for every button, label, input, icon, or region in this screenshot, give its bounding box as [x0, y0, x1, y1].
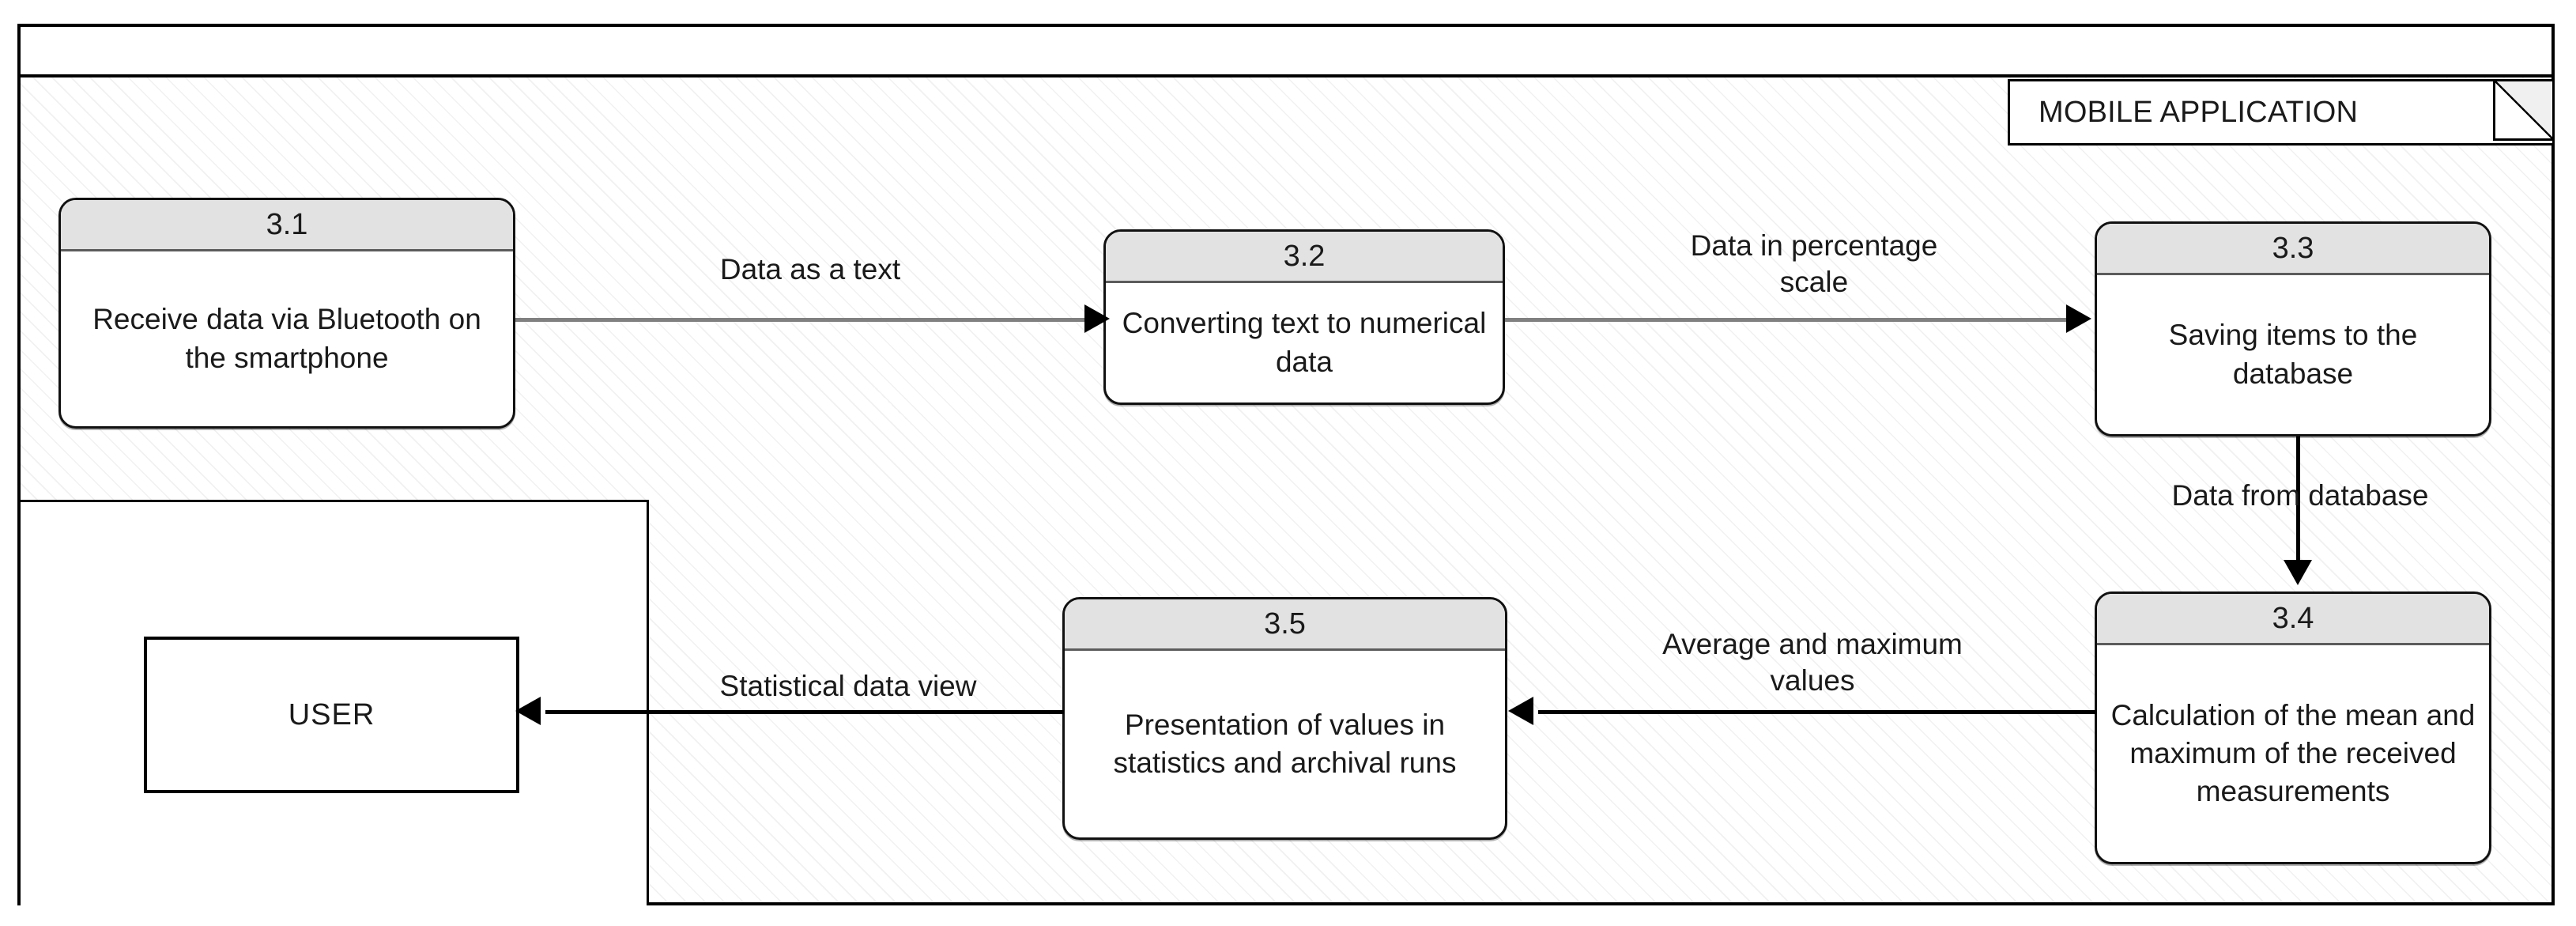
process-3-5[interactable]: 3.5 Presentation of values in statistics…: [1062, 597, 1507, 840]
process-3-5-text: Presentation of values in statistics and…: [1113, 708, 1457, 779]
process-3-1-text: Receive data via Bluetooth on the smartp…: [92, 303, 481, 374]
flow-label-data-from-database: Data from database: [2171, 479, 2429, 512]
flow-label-average-and-maximum-values: Average and maximum values: [1662, 628, 1963, 697]
page-fold-icon: [2493, 79, 2555, 141]
process-3-4-id: 3.4: [2097, 594, 2489, 645]
process-3-3[interactable]: 3.3 Saving items to the database: [2095, 221, 2491, 437]
arrowhead-left-icon: [1508, 697, 1533, 725]
process-3-2[interactable]: 3.2 Converting text to numerical data: [1103, 229, 1505, 405]
arrowhead-left-icon: [515, 697, 541, 725]
external-entity-label: USER: [288, 697, 375, 731]
arrowhead-right-icon: [1084, 304, 1110, 333]
flow-label-data-in-percentage-scale: Data in percentage scale: [1690, 229, 1938, 299]
flow-line-average-and-maximum-values: [1538, 710, 2096, 714]
boundary-label-text: MOBILE APPLICATION: [2039, 95, 2359, 129]
process-3-4-text: Calculation of the mean and maximum of t…: [2110, 698, 2476, 808]
arrowhead-right-icon: [2066, 304, 2091, 333]
external-entity-user[interactable]: USER: [144, 637, 519, 793]
process-3-1[interactable]: 3.1 Receive data via Bluetooth on the sm…: [58, 198, 515, 429]
process-3-1-id: 3.1: [61, 200, 513, 251]
process-3-2-id: 3.2: [1106, 232, 1503, 283]
flow-line-statistical-data-view: [545, 710, 1064, 714]
flow-line-data-in-percentage-scale: [1505, 318, 2069, 322]
frame-title-strip: [21, 27, 2551, 77]
process-3-3-text: Saving items to the database: [2168, 319, 2418, 390]
flow-label-statistical-data-view: Statistical data view: [719, 670, 977, 702]
process-3-2-text: Converting text to numerical data: [1122, 307, 1487, 378]
flow-line-data-as-a-text: [515, 318, 1102, 322]
flow-line-data-from-database: [2296, 437, 2300, 566]
process-3-4[interactable]: 3.4 Calculation of the mean and maximum …: [2095, 592, 2491, 864]
arrowhead-down-icon: [2284, 560, 2312, 585]
process-3-5-id: 3.5: [1065, 599, 1505, 651]
process-3-3-id: 3.3: [2097, 224, 2489, 275]
boundary-label-mobile-application: MOBILE APPLICATION: [2008, 79, 2555, 146]
flow-label-data-as-a-text: Data as a text: [719, 253, 901, 285]
